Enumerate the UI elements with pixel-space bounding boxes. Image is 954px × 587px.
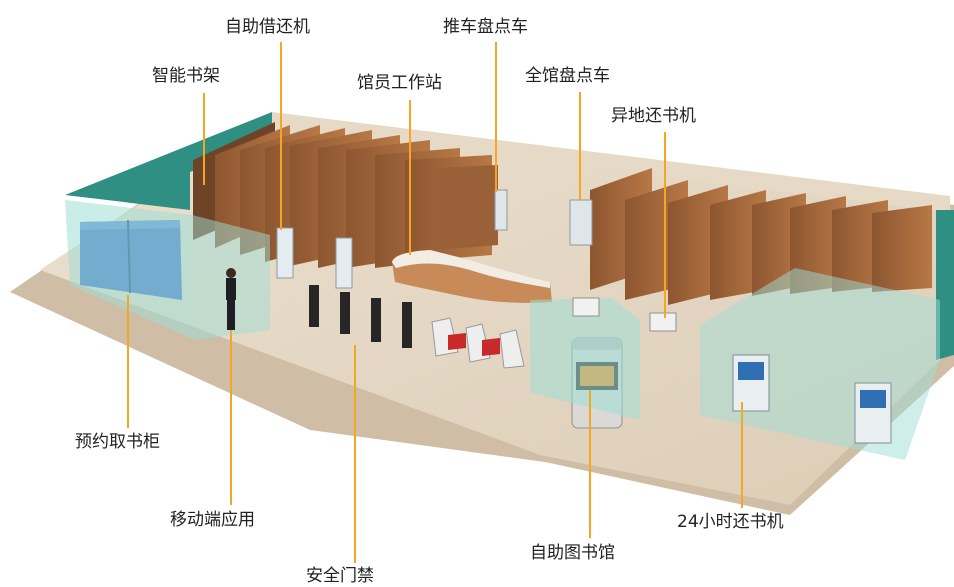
staff-figure: [226, 268, 236, 330]
label-reservation-cabinet: 预约取书柜: [75, 432, 160, 452]
return-machines: [732, 354, 892, 444]
label-self-service-library: 自助图书馆: [530, 543, 615, 563]
kiosks: [276, 189, 593, 289]
label-self-service-kiosk: 自助借还机: [225, 17, 310, 37]
leader-lines: [127, 42, 743, 563]
back-walls: [65, 112, 954, 360]
label-mobile-app: 移动端应用: [170, 510, 255, 530]
turnstiles: [431, 317, 525, 369]
label-remote-return: 异地还书机: [611, 106, 696, 126]
label-full-inventory-cart: 全馆盘点车: [525, 66, 610, 86]
label-security-gate: 安全门禁: [306, 566, 374, 586]
return-room-glass: [530, 268, 940, 460]
label-return-24h: 24小时还书机: [677, 512, 784, 532]
staff-desk: [392, 250, 552, 303]
label-cart-inventory: 推车盘点车: [443, 17, 528, 37]
gate-posts: [309, 285, 412, 348]
remote-return-devices: [572, 297, 677, 332]
right-shelves: [590, 168, 932, 305]
label-staff-workstation: 馆员工作站: [357, 73, 442, 93]
label-smart-shelf: 智能书架: [152, 66, 220, 86]
